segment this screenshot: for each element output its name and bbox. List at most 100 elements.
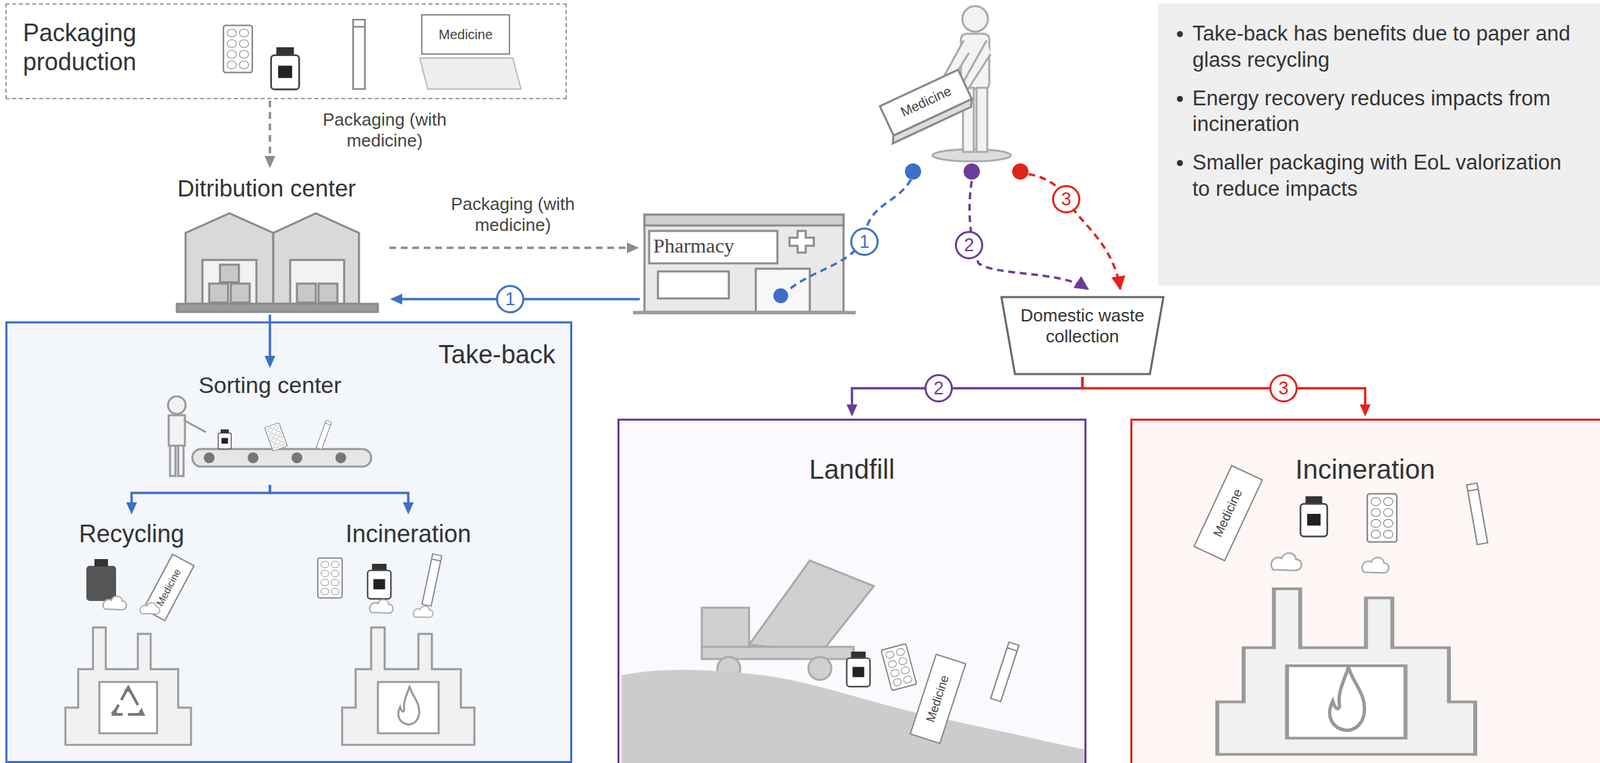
landfill-scene (990, 641, 1019, 702)
packaging-icons (421, 14, 510, 54)
warehouse (219, 264, 239, 283)
take-back-panel (342, 626, 475, 745)
take-back-panel (65, 626, 191, 745)
take-back-box-label: Take-back (438, 339, 556, 371)
take-back-panel (110, 685, 145, 716)
pharmacy-label: Pharmacy (653, 233, 735, 258)
dashed-group-box-label: Packaging production (22, 18, 179, 77)
bullet-dot (1176, 95, 1183, 102)
box-label: Medicine (438, 26, 493, 43)
person-with-medicine (962, 6, 988, 32)
landfill-scene (749, 560, 874, 652)
take-back-panel (317, 558, 343, 598)
person-with-medicine (904, 163, 922, 180)
pharmacy-building (644, 214, 844, 312)
person-with-medicine (875, 6, 1029, 180)
landfill-scene (619, 420, 1085, 763)
arrow-head (264, 155, 276, 169)
callout-number-holder: 1 (495, 284, 525, 314)
bullet-row: Smaller packaging with EoL valorization … (1176, 149, 1584, 203)
recycling-plant: Recycling (60, 516, 203, 753)
landfill-scene (910, 653, 966, 743)
landfill-scene (846, 651, 871, 687)
landfill-box: Landfill (617, 418, 1087, 763)
packaging-icons (271, 47, 300, 90)
arrow-head (626, 242, 640, 254)
incineration-scene (1300, 495, 1328, 537)
landfill-scene (808, 656, 832, 680)
warehouse (202, 259, 257, 304)
callout-number-holder: 1 (850, 227, 879, 256)
warehouse (273, 213, 360, 304)
bullet-dot (1176, 31, 1183, 38)
take-back-panel (264, 422, 288, 451)
take-back-panel (7, 323, 571, 763)
arrow-head (1359, 404, 1371, 417)
take-back-panel (86, 565, 117, 601)
take-back-panel (94, 558, 108, 567)
warehouse (185, 213, 274, 304)
take-back-panel (413, 605, 434, 618)
person-with-medicine (1012, 163, 1029, 180)
warehouse (176, 303, 378, 312)
connector (264, 100, 276, 169)
flow-label: Packaging (with medicine) (296, 109, 473, 152)
bullet-row: Take-back has benefits due to paper and … (1176, 20, 1584, 74)
sorting-center: Sorting center (158, 369, 382, 484)
connector-line (852, 376, 1084, 409)
landfill-box-label: Landfill (809, 452, 895, 486)
pharmacy-building (632, 311, 856, 315)
consumer-routes (788, 174, 1121, 291)
warehouse (296, 283, 316, 303)
finding-text: Energy recovery reduces impacts from inc… (1192, 85, 1584, 139)
take-back-panel (335, 452, 347, 463)
connector (126, 484, 270, 515)
callout-number-holder: 2 (924, 373, 953, 403)
recycling-plant-label: Recycling (78, 518, 185, 548)
incineration-scene (1361, 557, 1389, 573)
pharmacy-building (649, 230, 778, 264)
flow-label-holder: Packaging (with medicine) (425, 193, 601, 236)
take-back-panel (316, 419, 333, 449)
take-back-panel (217, 429, 231, 449)
finding-text: Smaller packaging with EoL valorization … (1192, 149, 1584, 203)
incineration-scene (1330, 666, 1366, 730)
take-back-panel (103, 595, 127, 610)
warehouse (230, 283, 250, 303)
person-with-medicine (875, 69, 975, 144)
landfill-scene (619, 420, 1085, 763)
packaging-icons (223, 14, 521, 90)
pharmacy-building (755, 268, 810, 312)
incineration-scene (1132, 420, 1600, 763)
pharmacy-building (644, 214, 844, 226)
consumer-routes (1028, 174, 1121, 289)
landfill-scene (881, 643, 918, 691)
distribution-center-label: Ditribution center (177, 174, 357, 203)
finding-text: Take-back has benefits due to paper and … (1192, 20, 1584, 74)
callout-number: 1 (850, 227, 879, 256)
connector (1082, 376, 1371, 417)
incineration-scene (1193, 465, 1262, 561)
packaging-icons (419, 58, 521, 90)
warehouse (209, 283, 229, 303)
callout-number-holder: 3 (1269, 373, 1298, 403)
sorting-center-label: Sorting center (198, 371, 342, 399)
take-back-panel (203, 452, 215, 463)
callout-number: 3 (1052, 184, 1081, 214)
take-back-panel (369, 599, 393, 613)
connector-line (269, 484, 409, 507)
warehouse (176, 213, 378, 312)
pharmacy: Pharmacy (641, 212, 847, 316)
incineration-scene (1367, 493, 1397, 542)
take-back-panel (421, 553, 443, 606)
callout-number: 2 (954, 230, 984, 260)
connector-line (268, 100, 272, 160)
landfill-scene (910, 653, 966, 743)
landfill-scene (701, 607, 750, 648)
packaging-icons (223, 25, 253, 73)
consumer-routes (969, 180, 1088, 289)
incineration-scene (1217, 588, 1476, 754)
warehouse (318, 283, 338, 303)
connector-line (389, 246, 631, 250)
